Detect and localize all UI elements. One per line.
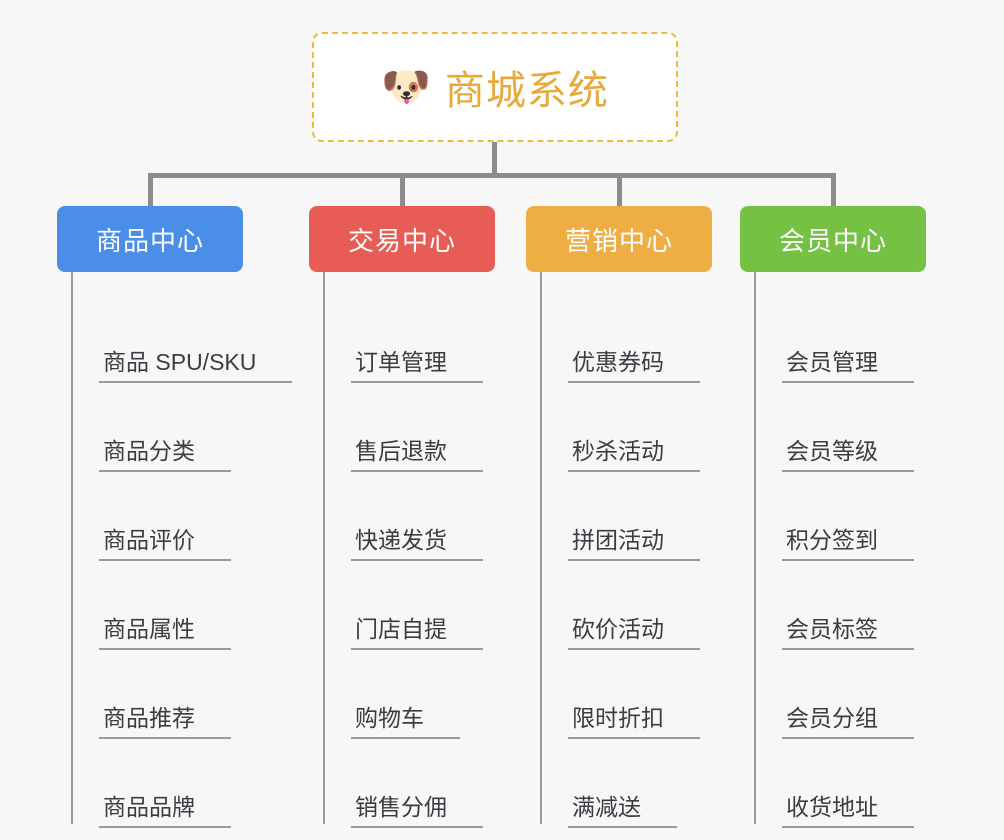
list-item[interactable]: 商品 SPU/SKU <box>73 296 297 385</box>
leaf-label: 商品分类 <box>99 432 231 472</box>
category-label: 营销中心 <box>564 225 673 256</box>
leaf-label: 购物车 <box>351 699 460 739</box>
connector-drop-2 <box>400 173 405 210</box>
leaf-label: 拼团活动 <box>568 521 700 561</box>
leaf-label: 积分签到 <box>782 521 914 561</box>
list-item[interactable]: 积分签到 <box>756 474 958 563</box>
leaf-label: 限时折扣 <box>568 699 700 739</box>
connector-root-stem <box>492 142 497 176</box>
list-item[interactable]: 拼团活动 <box>542 474 744 563</box>
connector-horizontal-bar <box>148 173 836 178</box>
list-item[interactable]: 商品推荐 <box>73 652 297 741</box>
category-label: 商品中心 <box>95 225 204 256</box>
branch-column-product-center: 商品中心 商品 SPU/SKU 商品分类 商品评价 商品属性 商品推荐 商品品牌 <box>57 206 297 830</box>
list-item[interactable]: 订单管理 <box>325 296 527 385</box>
root-node[interactable]: 🐶 商城系统 <box>312 32 678 142</box>
leaf-list-trade-center: 订单管理 售后退款 快递发货 门店自提 购物车 销售分佣 <box>309 272 527 830</box>
list-item[interactable]: 购物车 <box>325 652 527 741</box>
category-label: 交易中心 <box>347 225 456 256</box>
branch-column-trade-center: 交易中心 订单管理 售后退款 快递发货 门店自提 购物车 销售分佣 <box>309 206 527 830</box>
leaf-label: 售后退款 <box>351 432 483 472</box>
list-item[interactable]: 商品评价 <box>73 474 297 563</box>
leaf-spine <box>71 272 73 824</box>
list-item[interactable]: 快递发货 <box>325 474 527 563</box>
list-item[interactable]: 商品品牌 <box>73 741 297 830</box>
category-box-member-center[interactable]: 会员中心 <box>740 206 926 272</box>
leaf-label: 销售分佣 <box>351 788 483 828</box>
leaf-label: 门店自提 <box>351 610 483 650</box>
list-item[interactable]: 会员管理 <box>756 296 958 385</box>
leaf-label: 商品属性 <box>99 610 231 650</box>
connector-drop-4 <box>831 173 836 210</box>
leaf-label: 会员管理 <box>782 343 914 383</box>
branch-column-marketing-center: 营销中心 优惠券码 秒杀活动 拼团活动 砍价活动 限时折扣 满减送 <box>526 206 744 830</box>
leaf-label: 砍价活动 <box>568 610 700 650</box>
shiba-dog-face-icon: 🐶 <box>381 65 431 109</box>
leaf-label: 收货地址 <box>782 788 914 828</box>
leaf-label: 快递发货 <box>351 521 483 561</box>
list-item[interactable]: 销售分佣 <box>325 741 527 830</box>
leaf-label: 商品 SPU/SKU <box>99 343 293 383</box>
connector-drop-3 <box>617 173 622 210</box>
root-title: 商城系统 <box>444 69 609 113</box>
leaf-label: 订单管理 <box>351 343 483 383</box>
list-item[interactable]: 会员标签 <box>756 563 958 652</box>
leaf-label: 会员等级 <box>782 432 914 472</box>
leaf-label: 商品推荐 <box>99 699 231 739</box>
leaf-label: 秒杀活动 <box>568 432 700 472</box>
leaf-label: 满减送 <box>568 788 677 828</box>
leaf-list-product-center: 商品 SPU/SKU 商品分类 商品评价 商品属性 商品推荐 商品品牌 <box>57 272 297 830</box>
leaf-label: 会员标签 <box>782 610 914 650</box>
connector-drop-1 <box>148 173 153 210</box>
category-label: 会员中心 <box>778 225 887 256</box>
category-box-product-center[interactable]: 商品中心 <box>57 206 243 272</box>
list-item[interactable]: 售后退款 <box>325 385 527 474</box>
list-item[interactable]: 商品属性 <box>73 563 297 652</box>
leaf-spine <box>754 272 756 824</box>
category-box-marketing-center[interactable]: 营销中心 <box>526 206 712 272</box>
leaf-list-marketing-center: 优惠券码 秒杀活动 拼团活动 砍价活动 限时折扣 满减送 <box>526 272 744 830</box>
leaf-label: 商品品牌 <box>99 788 231 828</box>
leaf-spine <box>323 272 325 824</box>
list-item[interactable]: 商品分类 <box>73 385 297 474</box>
leaf-label: 商品评价 <box>99 521 231 561</box>
list-item[interactable]: 门店自提 <box>325 563 527 652</box>
list-item[interactable]: 满减送 <box>542 741 744 830</box>
leaf-label: 优惠券码 <box>568 343 700 383</box>
leaf-list-member-center: 会员管理 会员等级 积分签到 会员标签 会员分组 收货地址 <box>740 272 958 830</box>
list-item[interactable]: 秒杀活动 <box>542 385 744 474</box>
category-box-trade-center[interactable]: 交易中心 <box>309 206 495 272</box>
list-item[interactable]: 砍价活动 <box>542 563 744 652</box>
branch-column-member-center: 会员中心 会员管理 会员等级 积分签到 会员标签 会员分组 收货地址 <box>740 206 958 830</box>
list-item[interactable]: 限时折扣 <box>542 652 744 741</box>
list-item[interactable]: 优惠券码 <box>542 296 744 385</box>
list-item[interactable]: 会员等级 <box>756 385 958 474</box>
leaf-label: 会员分组 <box>782 699 914 739</box>
list-item[interactable]: 收货地址 <box>756 741 958 830</box>
list-item[interactable]: 会员分组 <box>756 652 958 741</box>
leaf-spine <box>540 272 542 824</box>
